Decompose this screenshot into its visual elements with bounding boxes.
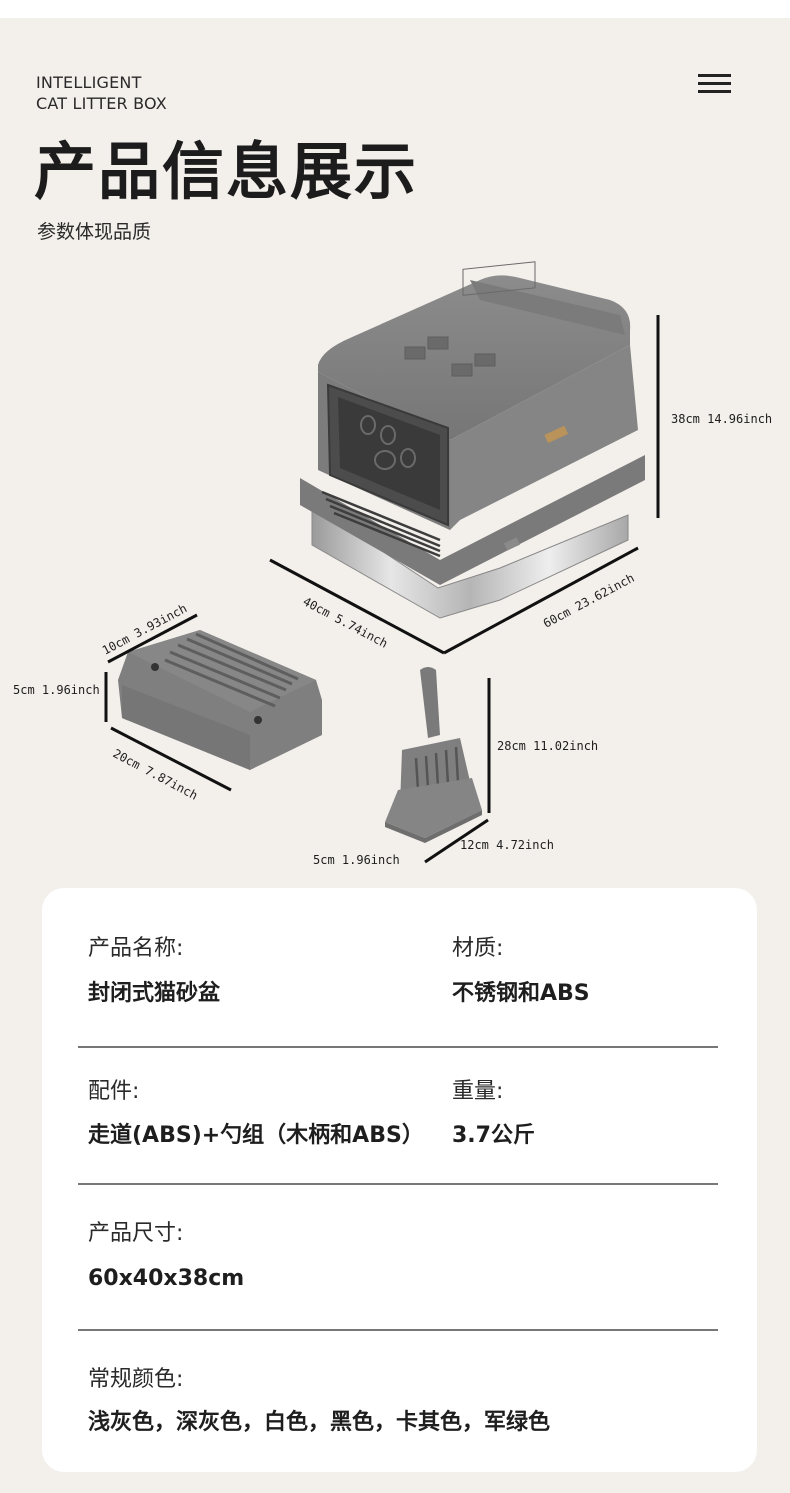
divider — [78, 1329, 718, 1331]
scoop-depth-label: 5cm 1.96inch — [313, 853, 400, 867]
material-label: 材质: — [452, 936, 504, 961]
litter-scoop — [385, 667, 482, 843]
accessories-value: 走道(ABS)+勺组（木柄和ABS） — [88, 1123, 424, 1148]
product-illustration: 38cm 14.96inch 60cm 23.62inch 40cm 5.74i… — [13, 261, 772, 867]
step-length-label: 20cm 7.87inch — [111, 746, 201, 802]
page-title: 产品信息展示 — [34, 135, 419, 208]
depth-label: 40cm 5.74inch — [301, 594, 391, 650]
height-label: 38cm 14.96inch — [671, 412, 772, 426]
divider — [78, 1183, 718, 1185]
brand-line-2: CAT LITTER BOX — [36, 94, 167, 113]
divider — [78, 1046, 718, 1048]
colors-value: 浅灰色，深灰色，白色，黑色，卡其色，军绿色 — [88, 1410, 551, 1435]
spec-card: 产品名称: 封闭式猫砂盆 材质: 不锈钢和ABS 配件: 走道(ABS)+勺组（… — [42, 888, 757, 1472]
litter-box — [300, 261, 645, 619]
weight-label: 重量: — [452, 1079, 504, 1104]
material-value: 不锈钢和ABS — [452, 981, 590, 1006]
size-label: 产品尺寸: — [88, 1221, 184, 1246]
name-label: 产品名称: — [88, 936, 184, 961]
length-label: 60cm 23.62inch — [541, 571, 637, 631]
step-height-label: 5cm 1.96inch — [13, 683, 100, 697]
accessories-label: 配件: — [88, 1079, 140, 1104]
scoop-height-label: 28cm 11.02inch — [497, 739, 598, 753]
scoop-width-label: 12cm 4.72inch — [460, 838, 554, 852]
dimension-lines — [104, 315, 660, 864]
weight-value: 3.7公斤 — [452, 1123, 535, 1148]
litter-step-mat — [118, 630, 322, 770]
brand-line-1: INTELLIGENT — [36, 73, 142, 92]
page-subtitle: 参数体现品质 — [37, 221, 152, 243]
size-value: 60x40x38cm — [88, 1266, 245, 1291]
brand-text: INTELLIGENT CAT LITTER BOX — [36, 72, 167, 114]
menu-icon[interactable] — [698, 74, 732, 94]
colors-label: 常规颜色: — [88, 1367, 184, 1392]
name-value: 封闭式猫砂盆 — [88, 981, 221, 1006]
